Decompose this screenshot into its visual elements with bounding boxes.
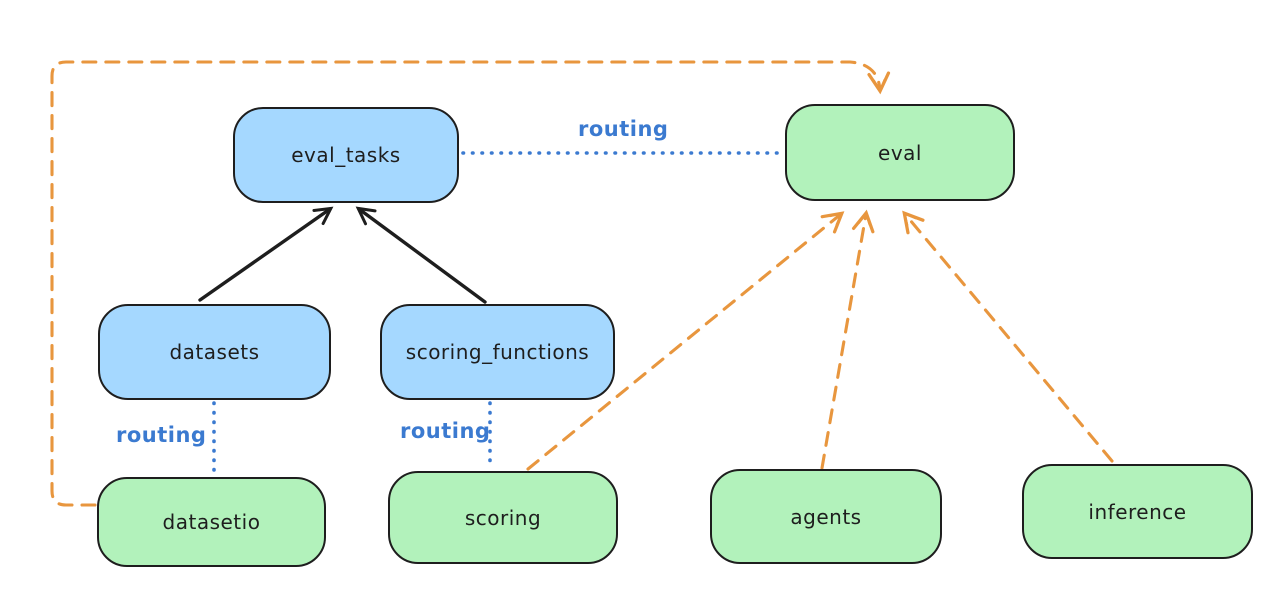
edge-scoring-to-eval-dashed-arrow	[526, 211, 845, 471]
edge-datasetio-to-eval-dashed-arrow	[50, 60, 891, 507]
node-datasetio: datasetio	[97, 477, 326, 567]
edge-scoring-functions-to-eval-tasks-arrow	[355, 206, 487, 304]
node-agents-label: agents	[790, 504, 862, 529]
node-scoring-label: scoring	[464, 505, 542, 530]
node-eval-tasks: eval_tasks	[233, 107, 459, 203]
node-eval-label: eval	[878, 140, 922, 165]
node-inference-label: inference	[1088, 499, 1187, 524]
node-datasetio-label: datasetio	[162, 510, 261, 534]
routing-label-scoring-functions-scoring: routing	[400, 419, 491, 443]
node-scoring-functions-label: scoring_functions	[405, 340, 590, 364]
edge-agents-to-eval-dashed-arrow	[820, 209, 875, 470]
node-eval: eval	[785, 104, 1015, 201]
node-inference: inference	[1022, 464, 1253, 559]
routing-label-datasets-datasetio: routing	[116, 423, 207, 447]
node-datasets: datasets	[98, 304, 331, 400]
node-datasets-label: datasets	[169, 340, 260, 364]
edge-inference-to-eval-dashed-arrow	[902, 210, 1114, 463]
edge-datasets-to-eval-tasks-arrow	[198, 206, 334, 302]
node-eval-tasks-label: eval_tasks	[291, 143, 401, 167]
node-scoring: scoring	[388, 471, 618, 564]
node-scoring-functions: scoring_functions	[380, 304, 615, 400]
routing-label-eval-tasks-eval: routing	[578, 117, 669, 141]
node-agents: agents	[710, 469, 942, 564]
